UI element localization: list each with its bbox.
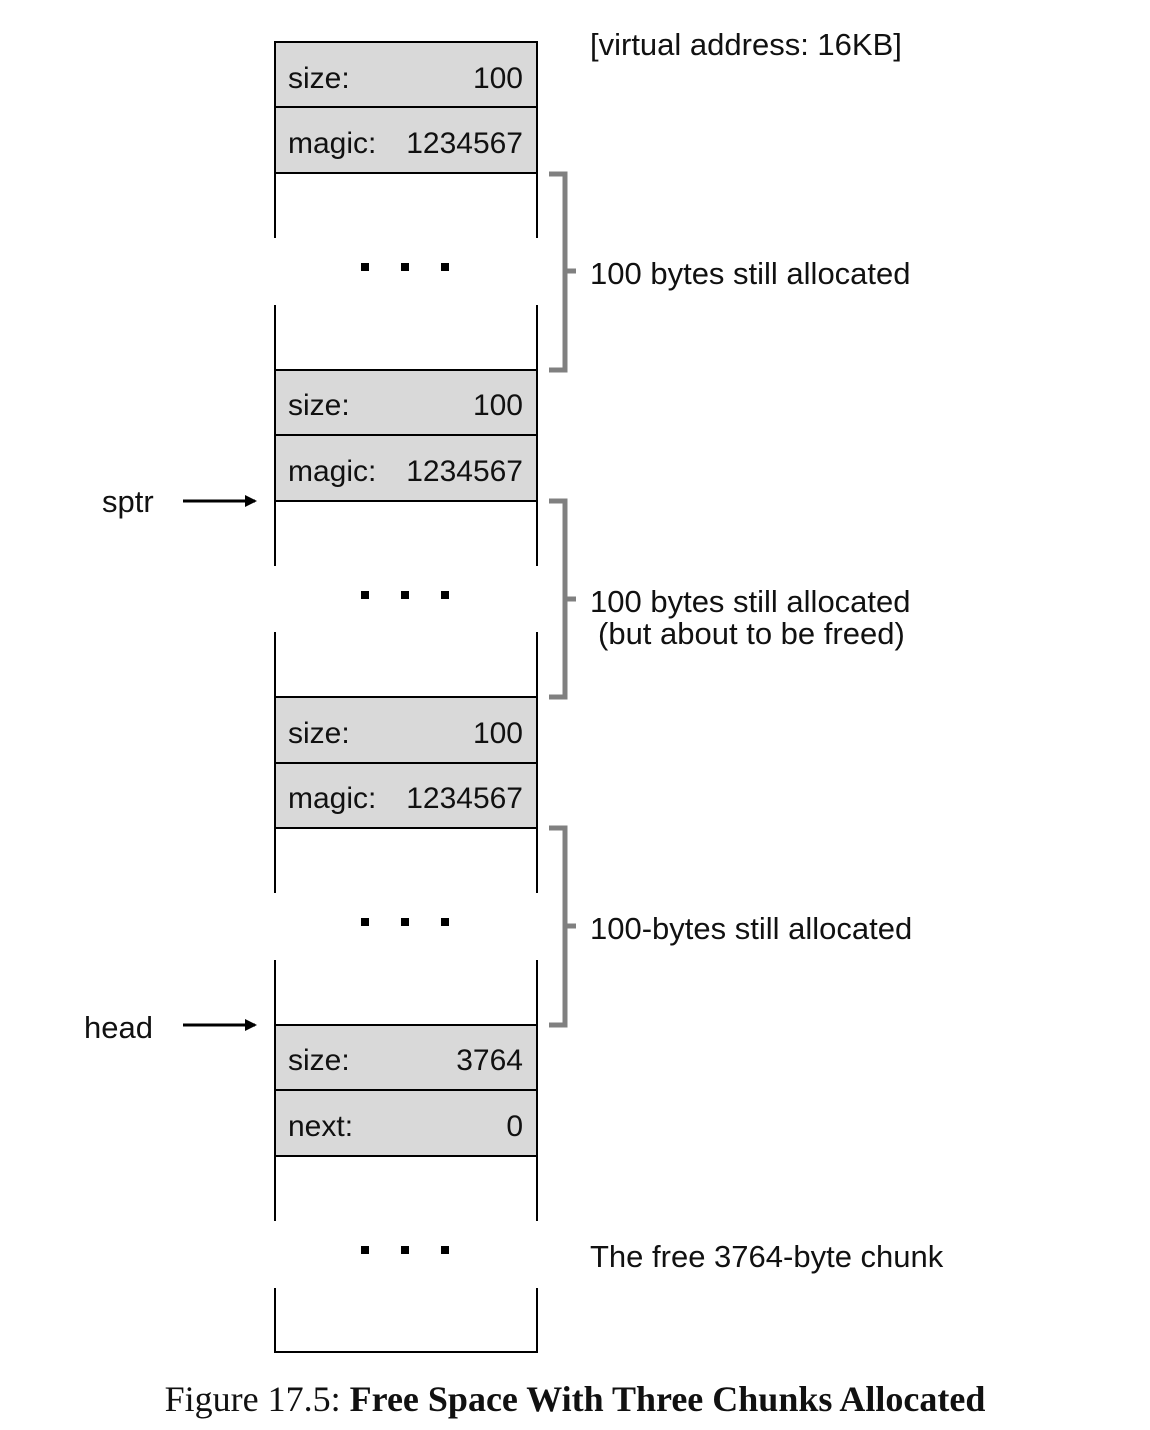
ellipsis-dots (361, 591, 449, 599)
head-pointer: head (84, 1010, 257, 1045)
allocated-bracket (549, 825, 576, 1028)
header-row (274, 434, 538, 502)
header-row (274, 41, 538, 108)
header-key: next: (288, 1110, 353, 1143)
chunk-1: size: 100 magic: 1234567 100 bytes still… (274, 41, 911, 373)
figure-caption: Figure 17.5: Free Space With Three Chunk… (0, 1378, 1150, 1420)
header-value: 1234567 (406, 455, 523, 488)
header-row (274, 1089, 538, 1157)
header-key: magic: (288, 782, 376, 815)
chunk-annotation: 100 bytes still allocated (590, 256, 911, 291)
header-value: 1234567 (406, 782, 523, 815)
header-row (274, 106, 538, 174)
caption-prefix: Figure 17.5: (164, 1379, 350, 1419)
header-value: 3764 (456, 1044, 523, 1077)
header-row (274, 369, 538, 436)
allocated-bracket (549, 498, 576, 700)
header-row (274, 1024, 538, 1091)
chunk-annotation: The free 3764-byte chunk (590, 1239, 944, 1274)
header-key: size: (288, 717, 350, 750)
header-value: 100 (473, 717, 523, 750)
sptr-label: sptr (102, 484, 154, 519)
header-key: size: (288, 62, 350, 95)
free-chunk: size: 3764 next: 0 The free 3764-byte ch… (274, 1024, 944, 1353)
chunk-annotation: (but about to be freed) (598, 616, 905, 651)
chunk-annotation: 100 bytes still allocated (590, 584, 911, 619)
header-key: size: (288, 389, 350, 422)
sptr-pointer: sptr (102, 484, 257, 519)
chunk-annotation: 100-bytes still allocated (590, 911, 912, 946)
header-key: magic: (288, 127, 376, 160)
chunk-2: size: 100 magic: 1234567 100 bytes still… (274, 369, 911, 700)
header-key: size: (288, 1044, 350, 1077)
allocated-bracket (549, 171, 576, 373)
header-value: 100 (473, 62, 523, 95)
ellipsis-dots (361, 918, 449, 926)
header-key: magic: (288, 455, 376, 488)
header-row (274, 696, 538, 764)
header-value: 100 (473, 389, 523, 422)
ellipsis-dots (361, 263, 449, 271)
header-value: 0 (506, 1110, 523, 1143)
header-value: 1234567 (406, 127, 523, 160)
head-label: head (84, 1010, 153, 1045)
ellipsis-dots (361, 1246, 449, 1254)
virtual-address-label: [virtual address: 16KB] (590, 27, 902, 62)
caption-title: Free Space With Three Chunks Allocated (349, 1379, 986, 1419)
chunk-3: size: 100 magic: 1234567 100-bytes still… (274, 696, 912, 1028)
header-row (274, 762, 538, 829)
